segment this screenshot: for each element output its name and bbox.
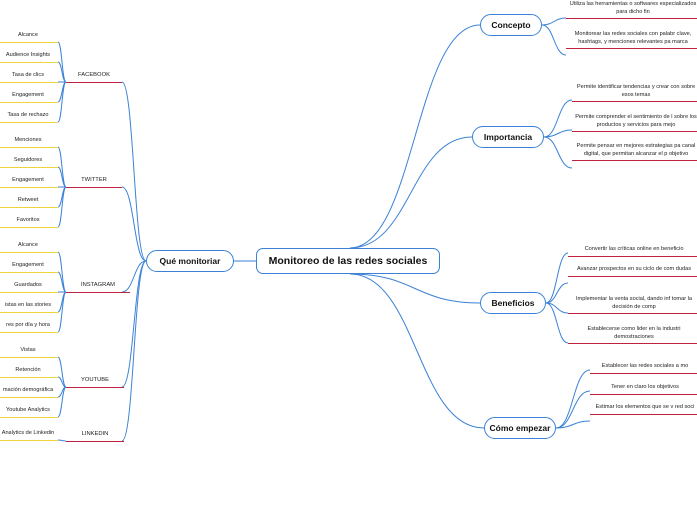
leaf-youtube-info-demografica[interactable]: mación demográfica	[0, 387, 58, 398]
link-leaf-2-0	[57, 251, 67, 293]
item-importancia-tendencias[interactable]: Permite identificar tendencias y crear c…	[572, 84, 697, 103]
leaf-instagram-alcance[interactable]: Alcance	[0, 242, 58, 253]
item-empezar-elementos[interactable]: Estimar los elementos que se v red soci	[590, 404, 697, 415]
leaf-facebook-tasa-clics[interactable]: Tasa de clics	[0, 72, 58, 83]
link-root-beneficios	[349, 273, 481, 304]
leaf-facebook-alcance[interactable]: Alcance	[0, 32, 58, 43]
item-concepto-monitorear[interactable]: Monitorear las redes sociales con palabr…	[566, 31, 697, 50]
link-right-3-2	[555, 420, 591, 429]
link-leaf-0-0	[57, 41, 67, 83]
item-empezar-objetivos[interactable]: Tener en claro los objetivos	[590, 384, 697, 395]
leaf-facebook-tasa-rechazo[interactable]: Tasa de rechazo	[0, 112, 58, 123]
link-leaf-2-4	[57, 291, 67, 333]
link-right-3-1	[555, 390, 591, 429]
group-facebook[interactable]: FACEBOOK	[66, 72, 122, 83]
link-right-2-1	[545, 282, 569, 304]
leaf-facebook-engagement[interactable]: Engagement	[0, 92, 58, 103]
leaf-twitter-retweet[interactable]: Retweet	[0, 197, 58, 208]
group-twitter[interactable]: TWITTER	[66, 177, 122, 188]
link-right-1-0	[543, 99, 573, 138]
leaf-facebook-audience-insights[interactable]: Audience Insights	[0, 52, 58, 63]
leaf-instagram-engagement[interactable]: Engagement	[0, 262, 58, 273]
leaf-instagram-guardados[interactable]: Guardados	[0, 282, 58, 293]
leaf-instagram-mejores-horarios[interactable]: res por día y hora	[0, 322, 58, 333]
link-right-2-3	[545, 302, 569, 344]
item-importancia-sentimiento[interactable]: Permite comprender el sentimiento de l s…	[572, 114, 697, 133]
leaf-youtube-analytics[interactable]: Youtube Analytics	[0, 407, 58, 418]
link-left-group-1	[121, 186, 147, 262]
topic-concepto[interactable]: Concepto	[480, 14, 542, 36]
link-right-3-0	[555, 369, 591, 429]
leaf-twitter-favoritos[interactable]: Favoritos	[0, 217, 58, 228]
link-right-0-0	[541, 17, 567, 26]
link-root-empezar	[349, 273, 485, 429]
link-leaf-4-0	[57, 439, 67, 442]
link-right-2-0	[545, 252, 569, 304]
leaf-twitter-engagement[interactable]: Engagement	[0, 177, 58, 188]
topic-como-empezar[interactable]: Cómo empezar	[484, 417, 556, 439]
leaf-linkedin-analytics[interactable]: Analytics de Linkedin	[0, 430, 58, 441]
link-leaf-1-1	[57, 166, 67, 188]
link-right-1-2	[543, 136, 573, 169]
root-topic[interactable]: Monitoreo de las redes sociales	[256, 248, 440, 274]
link-leaf-1-4	[57, 186, 67, 228]
link-left-group-0	[121, 81, 147, 262]
link-leaf-0-1	[57, 61, 67, 83]
leaf-youtube-retencion[interactable]: Retención	[0, 367, 58, 378]
leaf-twitter-menciones[interactable]: Menciones	[0, 137, 58, 148]
group-linkedin[interactable]: LINKEDIN	[66, 431, 124, 442]
link-leaf-3-3	[57, 386, 67, 418]
item-beneficios-prospectos[interactable]: Avanzar prospectos en su ciclo de com du…	[568, 266, 697, 277]
group-instagram[interactable]: INSTAGRAM	[66, 282, 130, 293]
leaf-instagram-vistas-stories[interactable]: istas en las stories	[0, 302, 58, 313]
link-root-importancia	[349, 136, 473, 249]
group-youtube[interactable]: YOUTUBE	[66, 377, 124, 388]
leaf-twitter-seguidores[interactable]: Seguidores	[0, 157, 58, 168]
link-left-group-3	[121, 260, 147, 388]
topic-que-monitoriar[interactable]: Qué monitoriar	[146, 250, 234, 272]
link-right-1-1	[543, 129, 573, 138]
link-leaf-1-0	[57, 146, 67, 188]
link-left-group-4	[121, 260, 147, 442]
link-right-0-1	[541, 24, 567, 56]
item-beneficios-criticas[interactable]: Convertir las críticas online en benefic…	[568, 246, 697, 257]
link-root-concepto	[349, 24, 481, 249]
item-empezar-redes[interactable]: Establecer las redes sociales a mo	[590, 363, 697, 374]
item-concepto-herramientas[interactable]: Utiliza las herramientas o softwares esp…	[566, 1, 697, 20]
item-beneficios-venta-social[interactable]: Implementar la venta social, dando inf t…	[568, 296, 697, 315]
link-leaf-2-1	[57, 271, 67, 293]
link-left-group-2	[121, 260, 147, 293]
topic-importancia[interactable]: Importancia	[472, 126, 544, 148]
link-leaf-3-0	[57, 356, 67, 388]
item-beneficios-lider[interactable]: Establecerse como lider en la industri d…	[568, 326, 697, 345]
link-leaf-0-4	[57, 81, 67, 123]
item-importancia-estrategias[interactable]: Permite pensar en mejores estrategias pa…	[572, 143, 697, 162]
leaf-youtube-vistas[interactable]: Vistas	[0, 347, 58, 358]
topic-beneficios[interactable]: Beneficios	[480, 292, 546, 314]
